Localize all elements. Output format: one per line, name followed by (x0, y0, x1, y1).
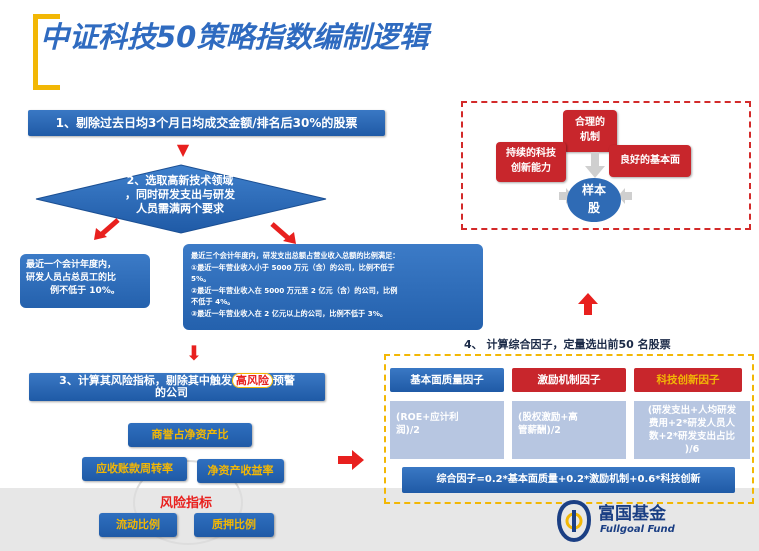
logo-chinese-name: 富国基金 (598, 504, 666, 524)
up-arrow-icon (578, 293, 598, 315)
target-fundamentals: 良好的基本面 (609, 145, 691, 177)
sample-stock-circle: 样本 股 (567, 178, 621, 222)
factor-header-innovation: 科技创新因子 (634, 368, 742, 392)
step3-line1: 3、计算其风险指标，剔除其中触发高风险预警 (35, 373, 319, 388)
target-frame (461, 101, 751, 230)
step2-text: 2、选取高新技术领域 ，同时研发支出与研发 人员需满两个要求 (100, 174, 260, 216)
condition-line: 5%。 (191, 274, 211, 283)
factor-header-fundamentals: 基本面质量因子 (390, 368, 504, 392)
step2-diamond (35, 164, 327, 234)
fullgoal-logo-icon (556, 500, 592, 542)
condition-line: 不低于 4%。 (191, 297, 235, 306)
formula-line: 润)/2 (396, 425, 420, 436)
right-arrow-icon (338, 450, 364, 470)
step2-line: 2、选取高新技术领域 (126, 174, 234, 187)
risk-item-receivables: 应收账款周转率 (82, 457, 187, 481)
factor-formula-innovation: (研发支出+人均研发 费用+2*研发人员人 数+2*研发支出占比 )/6 (634, 401, 750, 459)
formula-line: )/6 (684, 444, 700, 455)
high-risk-highlight: 高风险 (231, 373, 273, 388)
step3-text: 预警 (272, 374, 295, 387)
risk-item-goodwill: 商誉占净资产比 (128, 423, 252, 447)
left-arrow-icon (618, 188, 632, 204)
down-arrow-icon (585, 152, 605, 178)
target-text: 创新能力 (511, 163, 551, 174)
logo-english-name: Fullgoal Fund (600, 524, 675, 535)
sample-text: 样本 (581, 183, 606, 197)
risk-indicator-label: 风险指标 (159, 496, 212, 511)
condition-line: ②最近一年营业收入在 5000 万元至 2 亿元（含）的公司，比例 (191, 285, 398, 295)
formula-line: (ROE+应计利 (396, 412, 459, 423)
formula-line: (股权激励+高 (518, 412, 578, 423)
step1-bar: 1、剔除过去日均3个月日均成交金额/排名后30%的股票 (28, 110, 385, 136)
formula-line: 费用+2*研发人员人 (648, 418, 736, 429)
risk-item-current-ratio: 流动比例 (99, 513, 177, 537)
step3-line2: 的公司 (155, 386, 188, 399)
step4-label: 4、 计算综合因子，定量选出前50 名股票 (464, 338, 671, 351)
factor-header-incentive: 激励机制因子 (512, 368, 626, 392)
target-text: 持续的科技 (506, 148, 556, 159)
down-right-arrow-icon (270, 222, 296, 244)
risk-item-roe: 净资产收益率 (197, 459, 284, 483)
formula-line: 管薪酬)/2 (518, 425, 561, 436)
down-arrow-icon: ▼ (176, 140, 190, 159)
target-text: 合理的 (575, 117, 605, 128)
target-innovation: 持续的科技 创新能力 (496, 142, 566, 182)
step2-line: 人员需满两个要求 (136, 202, 224, 215)
title-frame (33, 14, 60, 90)
target-mechanism: 合理的 机制 (563, 110, 617, 152)
risk-item-pledge-ratio: 质押比例 (194, 513, 274, 537)
factor-formula-incentive: (股权激励+高 管薪酬)/2 (512, 401, 626, 459)
down-arrow-icon: ⬇ (185, 341, 203, 365)
factor-formula-fundamentals: (ROE+应计利 润)/2 (390, 401, 504, 459)
rd-staff-condition: 最近一个会计年度内， 研发人员占总员工的比 例不低于 10%。 (20, 254, 150, 308)
page-title: 中证科技50策略指数编制逻辑 (40, 20, 429, 54)
condition-line: ③最近一年营业收入在 2 亿元以上的公司，比例不低于 3%。 (191, 308, 388, 318)
down-left-arrow-icon (94, 218, 120, 240)
sample-text: 股 (587, 201, 600, 215)
formula-line: 数+2*研发支出占比 (648, 431, 736, 442)
condition-line: 研发人员占总员工的比 (26, 273, 117, 283)
rd-expense-condition: 最近三个会计年度内，研发支出总额占营业收入总额的比例满足： ①最近一年营业收入小… (183, 244, 483, 330)
formula-line: (研发支出+人均研发 (647, 405, 737, 416)
condition-line: 最近一个会计年度内， (26, 260, 117, 270)
step3-bar: 3、计算其风险指标，剔除其中触发高风险预警 的公司 (29, 373, 325, 401)
step3-text: 3、计算其风险指标，剔除其中触发 (59, 374, 232, 387)
condition-line: ①最近一年营业收入小于 5000 万元（含）的公司，比例不低于 (191, 262, 395, 272)
step2-line: ，同时研发支出与研发 (125, 188, 235, 201)
risk-circle (133, 460, 243, 545)
condition-line: 例不低于 10%。 (50, 286, 120, 296)
condition-line: 最近三个会计年度内，研发支出总额占营业收入总额的比例满足： (191, 251, 400, 260)
target-text: 机制 (580, 132, 600, 143)
combined-factor-formula: 综合因子=0.2*基本面质量+0.2*激励机制+0.6*科技创新 (402, 467, 735, 493)
